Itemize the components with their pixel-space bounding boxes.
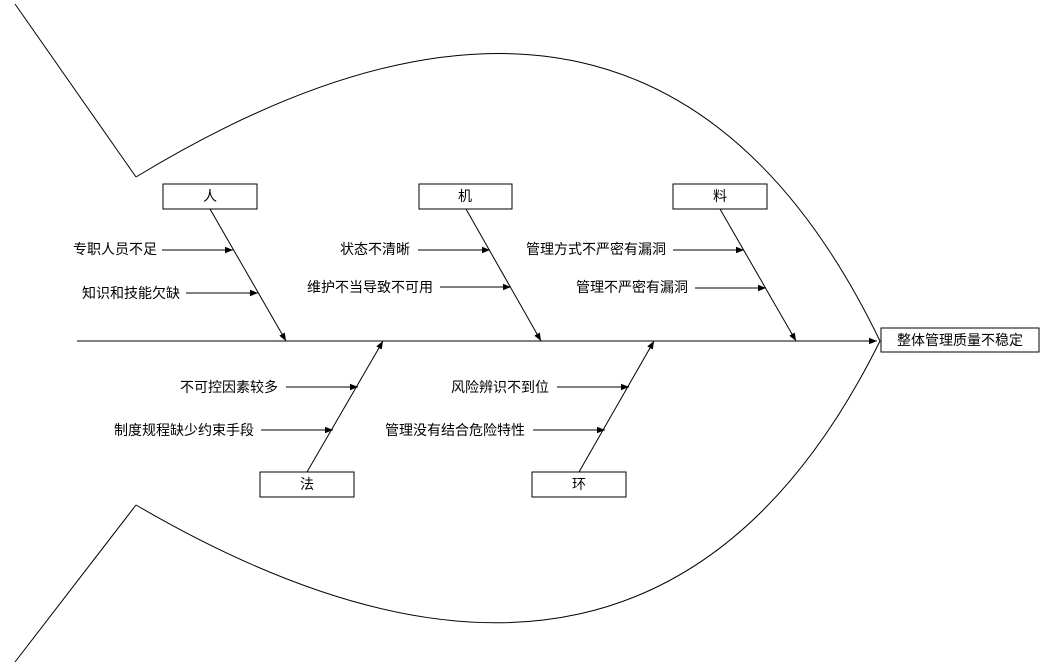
- category-box-environment: [531, 471, 627, 498]
- cause-label: 风险辨识不到位: [451, 380, 549, 396]
- category-box-person: [162, 183, 258, 210]
- category-label-method: 法: [300, 477, 314, 493]
- cause-label: 管理不严密有漏洞: [576, 279, 688, 296]
- bone-person: [209, 208, 287, 342]
- category-person: 人 专职人员不足 知识和技能欠缺: [73, 183, 287, 342]
- category-label-environment: 环: [572, 477, 586, 493]
- cause-label: 状态不清晰: [340, 242, 410, 258]
- category-method: 法 不可控因素较多 制度规程缺少约束手段: [114, 340, 384, 498]
- category-environment: 环 风险辨识不到位 管理没有结合危险特性: [385, 340, 655, 498]
- cause-label: 知识和技能欠缺: [82, 285, 180, 302]
- category-label-machine: 机: [458, 189, 472, 205]
- cause-label: 制度规程缺少约束手段: [114, 423, 254, 439]
- category-material: 料 管理方式不严密有漏洞 管理不严密有漏洞: [526, 183, 797, 342]
- cause-label: 管理没有结合危险特性: [385, 423, 525, 439]
- category-label-material: 料: [713, 189, 727, 205]
- fish-tail-lower: [14, 504, 137, 663]
- category-box-machine: [418, 183, 513, 210]
- category-box-method: [259, 471, 355, 498]
- bone-environment: [578, 340, 655, 473]
- fish-body-lower: [135, 340, 881, 624]
- cause-label: 专职人员不足: [73, 242, 157, 258]
- fish-body-upper: [135, 53, 881, 342]
- cause-label: 维护不当导致不可用: [307, 280, 433, 296]
- bone-material: [719, 208, 797, 342]
- effect-label: 整体管理质量不稳定: [897, 333, 1023, 349]
- bone-machine: [465, 208, 542, 342]
- cause-label: 不可控因素较多: [180, 379, 278, 396]
- category-machine: 机 状态不清晰 维护不当导致不可用: [307, 183, 542, 342]
- category-box-material: [672, 183, 768, 210]
- category-label-person: 人: [203, 189, 217, 205]
- effect-box: [880, 327, 1040, 353]
- bone-method: [306, 340, 384, 473]
- cause-label: 管理方式不严密有漏洞: [526, 241, 666, 258]
- fish-tail-upper: [14, 3, 137, 178]
